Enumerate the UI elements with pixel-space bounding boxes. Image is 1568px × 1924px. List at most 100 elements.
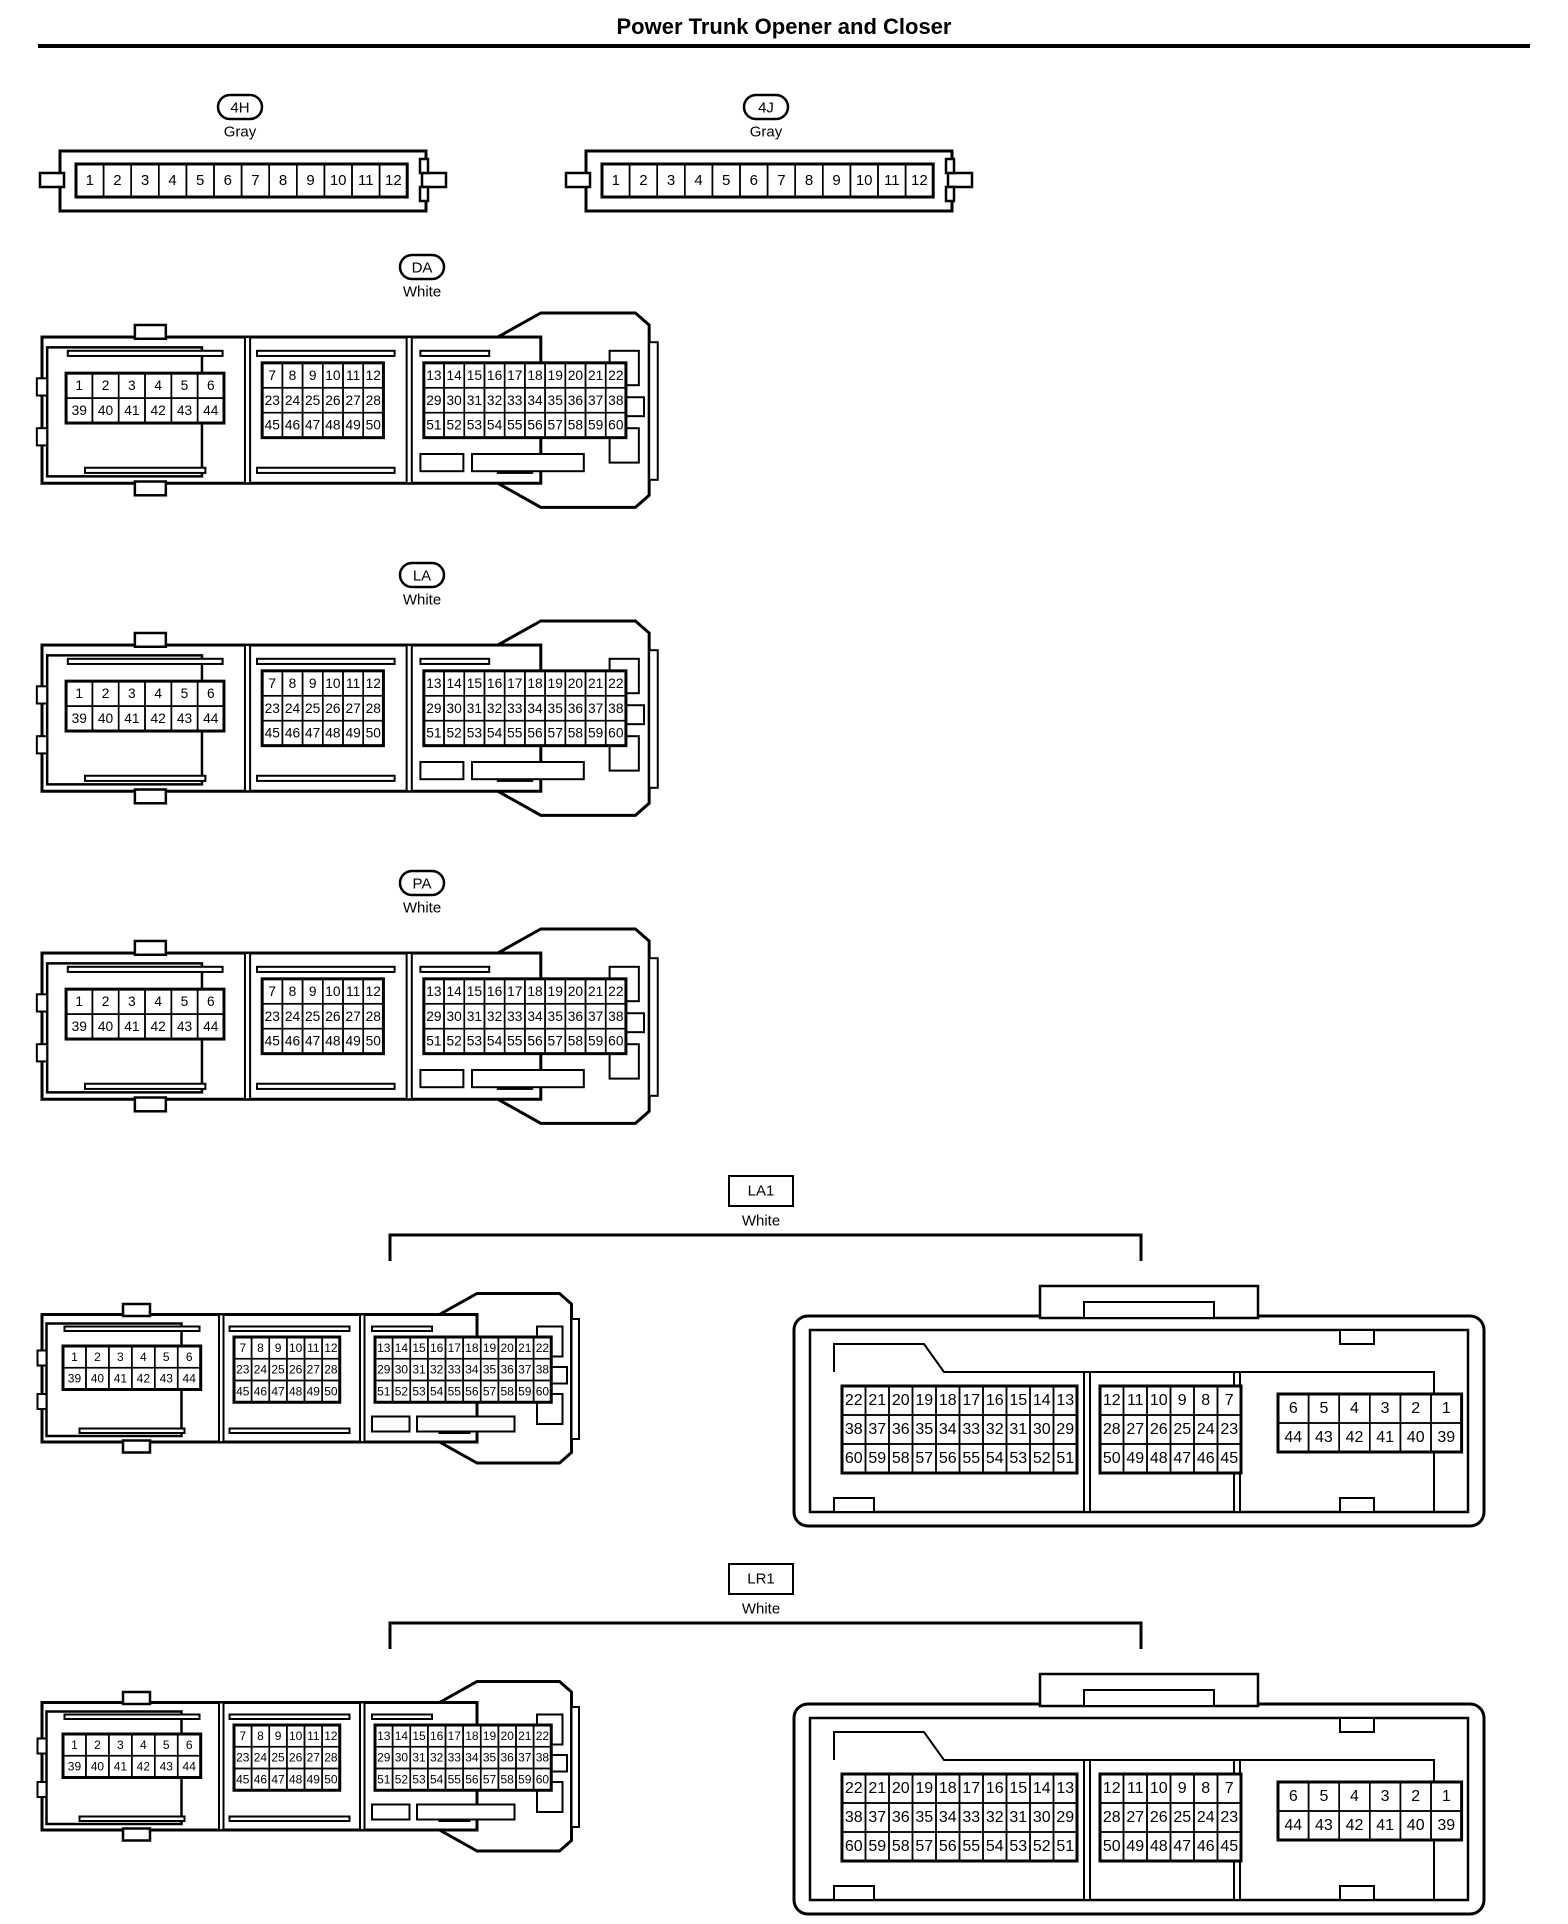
pin-number: 1 bbox=[86, 172, 94, 189]
pin-number: 29 bbox=[377, 1363, 391, 1377]
pin-number: 41 bbox=[114, 1372, 128, 1386]
pin-number: 18 bbox=[939, 1392, 957, 1409]
pin-number: 50 bbox=[366, 418, 382, 433]
pin-number: 28 bbox=[366, 1009, 382, 1024]
pin-number: 46 bbox=[254, 1772, 268, 1786]
pin-number: 42 bbox=[151, 711, 166, 726]
pin-number: 14 bbox=[447, 984, 463, 999]
pin-number: 46 bbox=[285, 418, 301, 433]
pin-number: 14 bbox=[1033, 1392, 1051, 1409]
pin-number: 55 bbox=[507, 418, 523, 433]
pin-number: 60 bbox=[536, 1384, 550, 1398]
pin-number: 5 bbox=[181, 378, 189, 393]
pin-number: 42 bbox=[1346, 1429, 1364, 1446]
pin-number: 51 bbox=[426, 726, 441, 741]
pin-number: 6 bbox=[1289, 1400, 1298, 1417]
pin-number: 16 bbox=[986, 1392, 1004, 1409]
terminal-pin: 12 bbox=[378, 163, 409, 198]
guide-rail bbox=[228, 1427, 351, 1434]
latch-bottom bbox=[133, 1096, 168, 1113]
pin-number: 44 bbox=[203, 1019, 219, 1034]
pin-number: 56 bbox=[527, 1034, 543, 1049]
side-notch bbox=[35, 1043, 49, 1063]
pin-number: 5 bbox=[1319, 1788, 1328, 1805]
terminal-pin: 50 bbox=[321, 1767, 341, 1792]
pin-number: 8 bbox=[257, 1341, 264, 1355]
pin-number: 43 bbox=[177, 1019, 193, 1034]
pin-number: 5 bbox=[1319, 1400, 1328, 1417]
pin-number: 57 bbox=[483, 1772, 497, 1786]
pin-number: 22 bbox=[608, 676, 623, 691]
pin-number: 47 bbox=[305, 1034, 320, 1049]
pin-cell bbox=[1216, 1443, 1242, 1474]
pin-number: 33 bbox=[448, 1363, 462, 1377]
latch-nub bbox=[1339, 1497, 1375, 1513]
pin-number: 3 bbox=[117, 1350, 124, 1364]
pin-number: 8 bbox=[257, 1729, 264, 1743]
pin-number: 57 bbox=[483, 1384, 497, 1398]
guide-rail bbox=[256, 1082, 396, 1090]
latch-nub bbox=[1339, 1717, 1375, 1733]
pin-number: 48 bbox=[325, 418, 341, 433]
pin-number: 13 bbox=[1056, 1392, 1074, 1409]
connector-id: LA1 bbox=[748, 1183, 775, 1200]
guide-rail bbox=[84, 466, 207, 474]
side-notch bbox=[35, 685, 49, 705]
pin-number: 23 bbox=[1220, 1809, 1238, 1826]
pin-number: 50 bbox=[1103, 1838, 1121, 1855]
pin-number: 45 bbox=[265, 418, 281, 433]
pin-number: 57 bbox=[548, 418, 563, 433]
pin-number: 7 bbox=[268, 984, 276, 999]
pin-number: 32 bbox=[487, 1009, 502, 1024]
pin-number: 3 bbox=[128, 994, 136, 1009]
pin-number: 21 bbox=[588, 984, 603, 999]
terminal-pin: 44 bbox=[196, 1013, 225, 1040]
pin-number: 24 bbox=[254, 1363, 268, 1377]
pin-cell bbox=[532, 1379, 553, 1404]
terminal-pin: 60 bbox=[532, 1767, 553, 1792]
latch-nub bbox=[1339, 1885, 1375, 1901]
pin-number: 26 bbox=[1150, 1421, 1168, 1438]
pin-number: 28 bbox=[324, 1751, 338, 1765]
pin-number: 7 bbox=[1225, 1780, 1234, 1797]
pin-number: 3 bbox=[141, 172, 149, 189]
pin-number: 5 bbox=[163, 1738, 170, 1752]
pin-number: 10 bbox=[856, 172, 873, 189]
pin-number: 12 bbox=[324, 1729, 338, 1743]
pin-number: 19 bbox=[548, 676, 563, 691]
pin-number: 6 bbox=[750, 172, 758, 189]
pin-number: 55 bbox=[962, 1450, 980, 1467]
connector-id: DA bbox=[412, 260, 433, 277]
pin-number: 7 bbox=[1225, 1392, 1234, 1409]
pin-number: 13 bbox=[426, 368, 442, 383]
connector-id-box bbox=[728, 1563, 794, 1595]
pin-number: 36 bbox=[892, 1421, 910, 1438]
hood-lip bbox=[648, 341, 659, 481]
connector-id-oval bbox=[216, 93, 264, 121]
pin-number: 44 bbox=[203, 403, 219, 418]
pin-number: 1 bbox=[1442, 1788, 1451, 1805]
pin-number: 47 bbox=[305, 418, 320, 433]
pin-cell bbox=[604, 411, 627, 439]
pin-number: 18 bbox=[527, 984, 543, 999]
pin-number: 59 bbox=[868, 1838, 886, 1855]
pin-number: 36 bbox=[568, 701, 584, 716]
pin-number: 40 bbox=[91, 1760, 105, 1774]
pin-number: 5 bbox=[181, 686, 189, 701]
pin-number: 21 bbox=[868, 1392, 886, 1409]
pin-number: 16 bbox=[487, 368, 503, 383]
pin-number: 21 bbox=[588, 676, 603, 691]
side-notch bbox=[36, 1737, 48, 1755]
pin-number: 51 bbox=[377, 1772, 391, 1786]
pin-number: 10 bbox=[1150, 1392, 1168, 1409]
connector-color: Gray bbox=[224, 124, 257, 141]
pin-number: 60 bbox=[845, 1450, 863, 1467]
pin-number: 13 bbox=[426, 676, 442, 691]
pin-number: 48 bbox=[289, 1384, 303, 1398]
pin-number: 26 bbox=[289, 1363, 303, 1377]
pin-number: 8 bbox=[805, 172, 813, 189]
pin-number: 17 bbox=[507, 984, 522, 999]
pin-number: 11 bbox=[346, 368, 360, 383]
pin-cell bbox=[604, 1027, 627, 1055]
